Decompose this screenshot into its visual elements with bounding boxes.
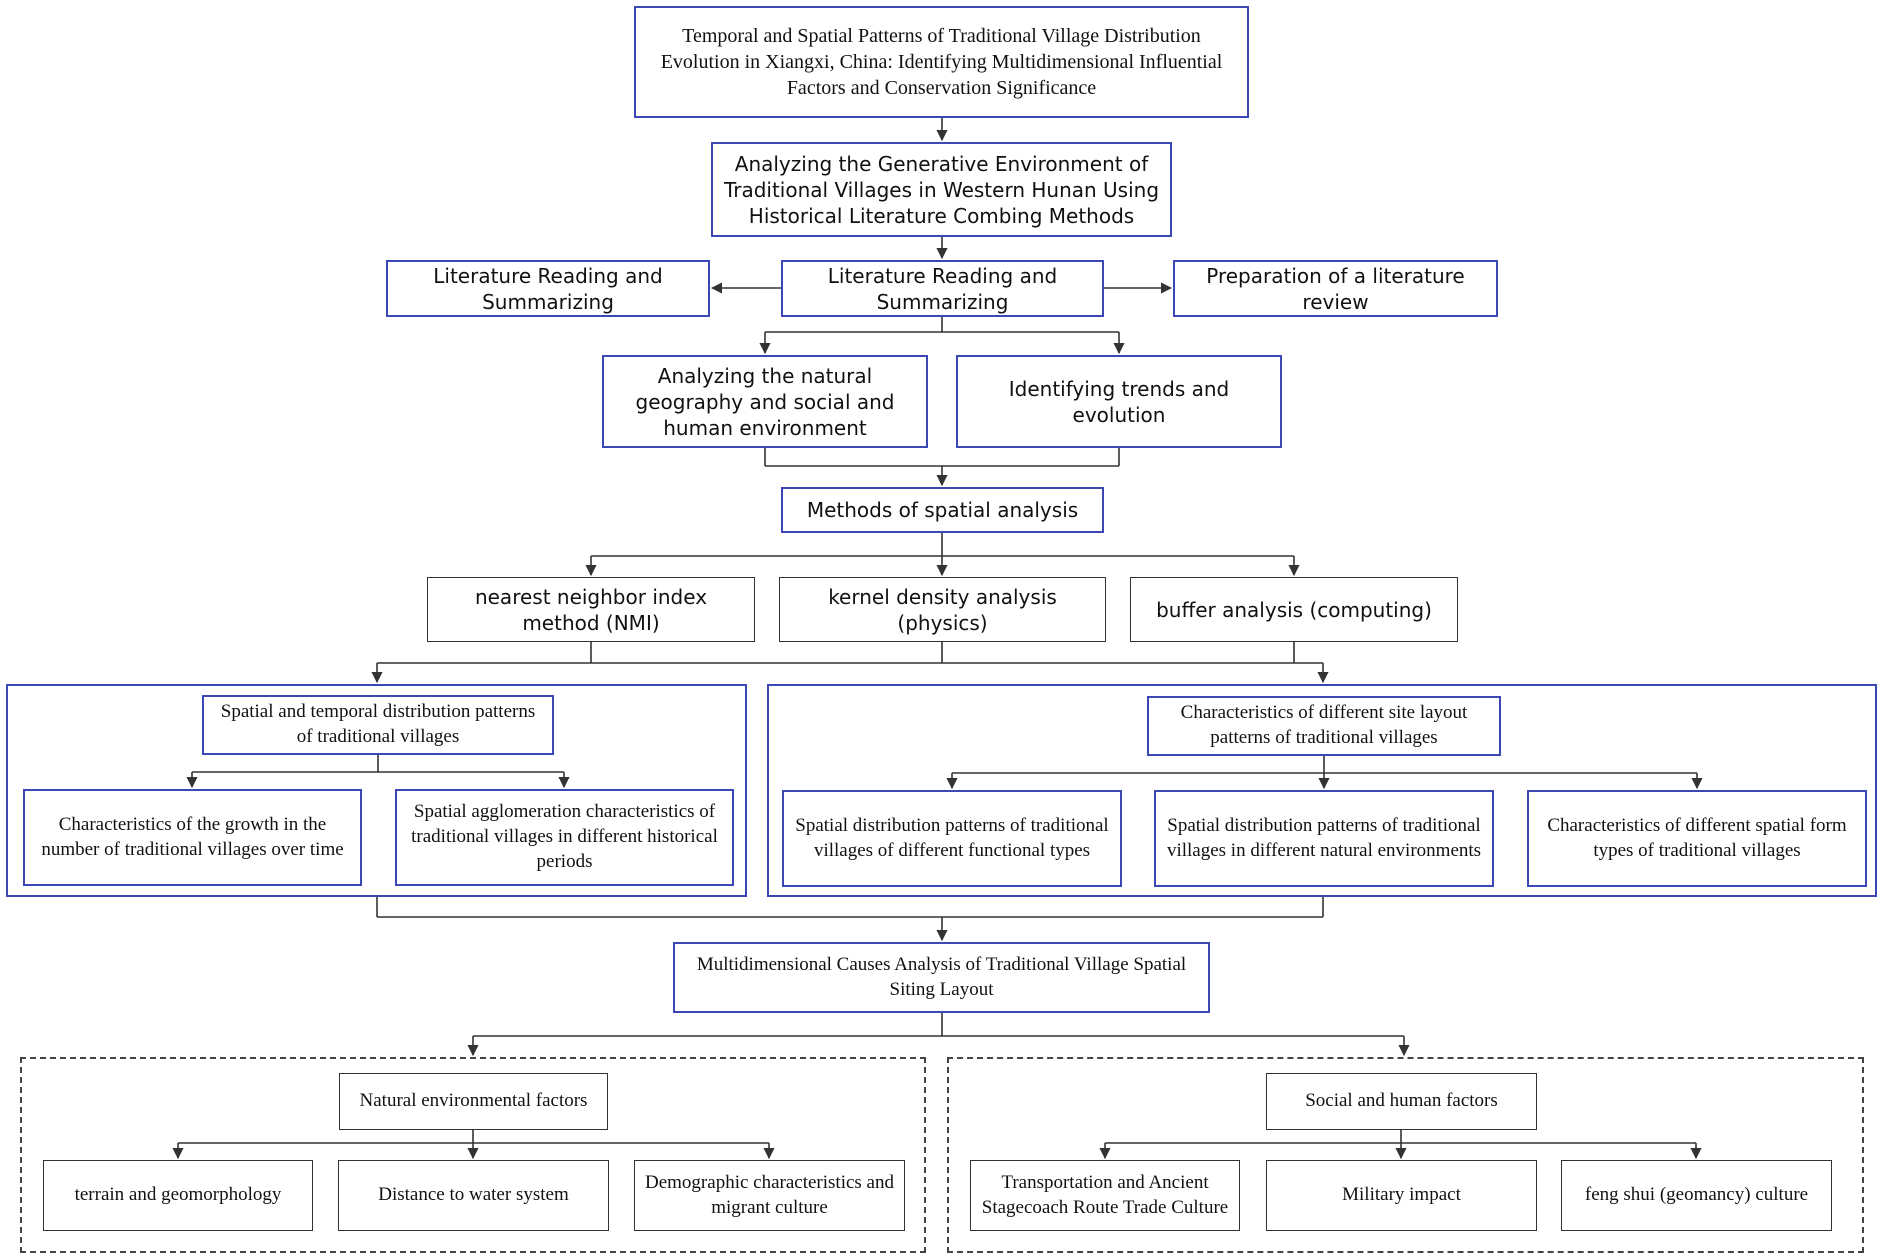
- nmi-method-box: nearest neighbor index method (NMI): [427, 577, 755, 642]
- title-box: Temporal and Spatial Patterns of Traditi…: [634, 6, 1249, 118]
- terrain-geomorphology-box: terrain and geomorphology: [43, 1160, 313, 1231]
- spatiotemporal-patterns-box: Spatial and temporal distribution patter…: [202, 695, 554, 755]
- spatiotemporal-group-frame: [6, 684, 747, 897]
- agglomeration-characteristics-box: Spatial agglomeration characteristics of…: [395, 789, 734, 886]
- spatial-form-types-box: Characteristics of different spatial for…: [1527, 790, 1867, 887]
- functional-types-box: Spatial distribution patterns of traditi…: [782, 790, 1122, 887]
- literature-review-box: Preparation of a literature review: [1173, 260, 1498, 317]
- site-layout-group-frame: [767, 684, 1877, 897]
- literature-reading-center-box: Literature Reading and Summarizing: [781, 260, 1104, 317]
- buffer-analysis-box: buffer analysis (computing): [1130, 577, 1458, 642]
- kernel-density-box: kernel density analysis (physics): [779, 577, 1106, 642]
- transportation-trade-box: Transportation and Ancient Stagecoach Ro…: [970, 1160, 1240, 1231]
- spatial-analysis-methods-box: Methods of spatial analysis: [781, 487, 1104, 533]
- trends-evolution-box: Identifying trends and evolution: [956, 355, 1282, 448]
- growth-characteristics-box: Characteristics of the growth in the num…: [23, 789, 362, 886]
- literature-reading-left-box: Literature Reading and Summarizing: [386, 260, 710, 317]
- natural-geography-box: Analyzing the natural geography and soci…: [602, 355, 928, 448]
- fengshui-culture-box: feng shui (geomancy) culture: [1561, 1160, 1832, 1231]
- natural-environmental-factors-box: Natural environmental factors: [339, 1073, 608, 1130]
- multidimensional-causes-box: Multidimensional Causes Analysis of Trad…: [673, 942, 1210, 1013]
- natural-environments-types-box: Spatial distribution patterns of traditi…: [1154, 790, 1494, 887]
- demographic-migrant-box: Demographic characteristics and migrant …: [634, 1160, 905, 1231]
- generative-environment-box: Analyzing the Generative Environment of …: [711, 142, 1172, 237]
- social-human-factors-box: Social and human factors: [1266, 1073, 1537, 1130]
- site-layout-patterns-box: Characteristics of different site layout…: [1147, 696, 1501, 756]
- military-impact-box: Military impact: [1266, 1160, 1537, 1231]
- natural-factors-group-frame: [20, 1057, 926, 1253]
- water-distance-box: Distance to water system: [338, 1160, 609, 1231]
- social-factors-group-frame: [947, 1057, 1864, 1253]
